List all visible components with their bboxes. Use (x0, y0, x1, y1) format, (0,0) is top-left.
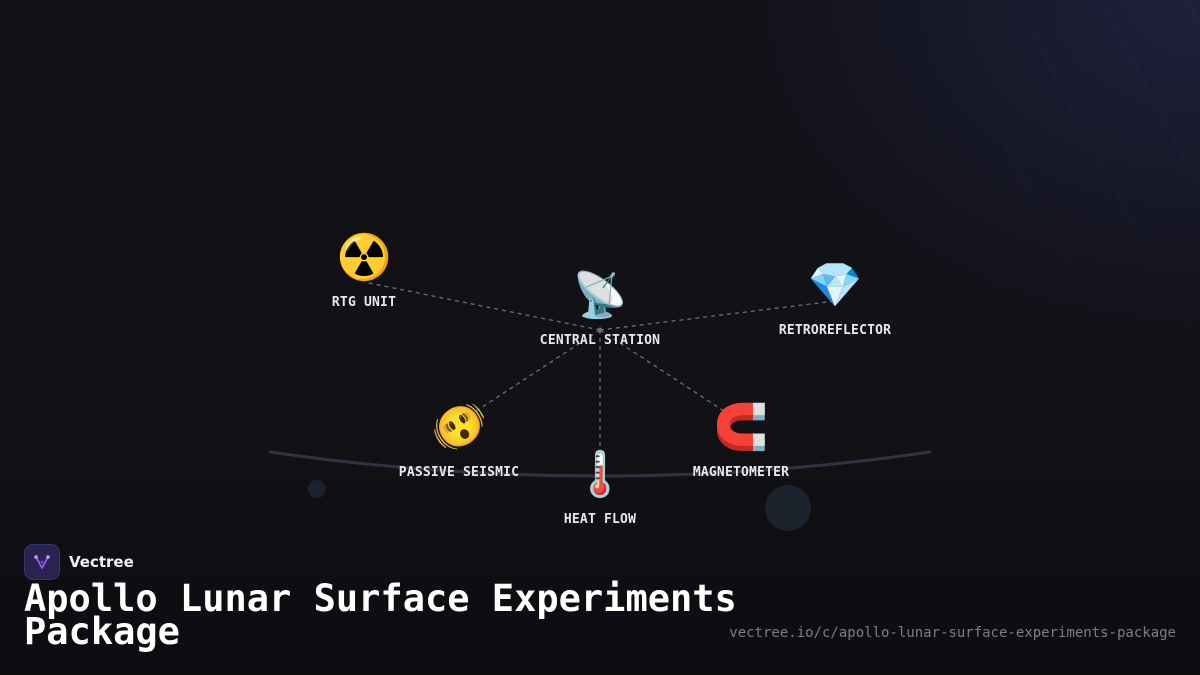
node-label-passive-seismic: PASSIVE SEISMIC (398, 465, 520, 480)
brand-name: Vectree (69, 553, 134, 571)
magnet-icon[interactable]: 🧲 (713, 402, 769, 453)
lunar-horizon (268, 450, 932, 478)
vectree-logo-icon (24, 544, 60, 580)
radioactive-icon[interactable]: ☢️ (336, 232, 392, 283)
edge-central-station-to-passive-seismic (469, 329, 601, 416)
node-label-central-station: CENTRAL STATION (539, 333, 661, 348)
diagram-edges (363, 281, 836, 452)
gem-icon[interactable]: 💎 (807, 260, 863, 311)
satellite-antenna-icon[interactable]: 📡 (572, 270, 628, 321)
thermometer-icon[interactable]: 🌡️ (572, 449, 628, 500)
node-label-magnetometer: MAGNETOMETER (692, 465, 790, 480)
page-title: Apollo Lunar Surface Experiments Package (24, 577, 737, 653)
edge-central-station-to-rtg-unit (363, 281, 601, 331)
crater-small (308, 480, 326, 498)
brand: Vectree (24, 544, 134, 580)
node-label-heat-flow: HEAT FLOW (563, 512, 637, 527)
hub-junction (597, 327, 603, 333)
page-url[interactable]: vectree.io/c/apollo-lunar-surface-experi… (729, 625, 1176, 641)
crater-large (765, 485, 811, 531)
edge-central-station-to-magnetometer (599, 329, 731, 416)
shaking-face-icon[interactable]: 🫨 (431, 402, 487, 453)
node-label-retroreflector: RETROREFLECTOR (778, 323, 892, 338)
node-label-rtg-unit: RTG UNIT (331, 295, 397, 310)
